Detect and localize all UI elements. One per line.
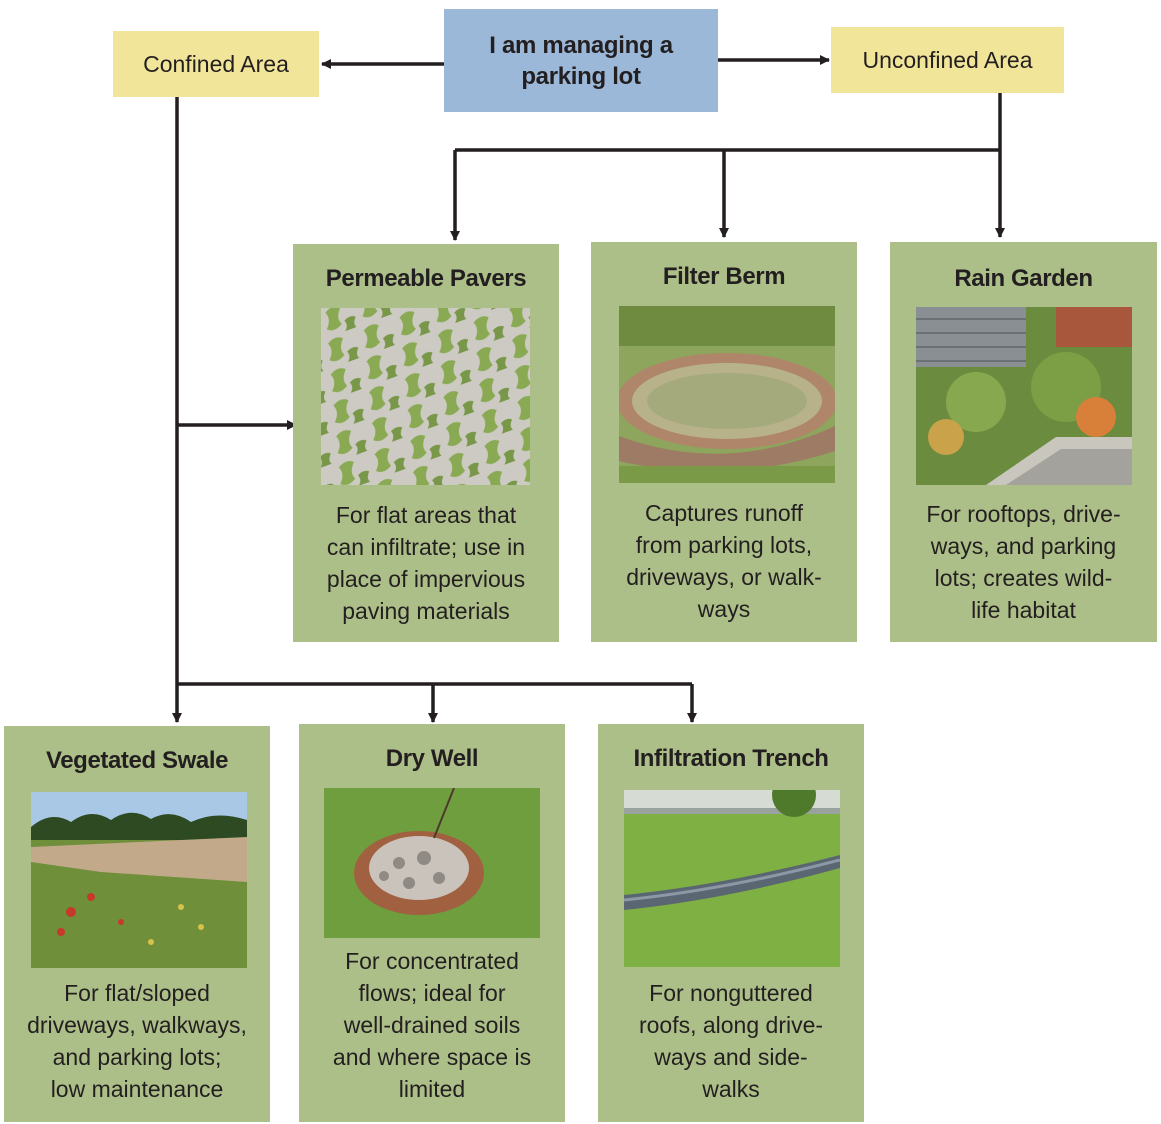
desc-line: paving materials <box>342 598 510 624</box>
card-description: For flat/sloped driveways, walkways, and… <box>8 977 266 1105</box>
desc-line: walks <box>702 1076 760 1102</box>
desc-line: well-drained soils <box>343 1012 521 1038</box>
card-description: For rooftops, drive- ways, and parking l… <box>894 498 1153 626</box>
desc-line: life habitat <box>971 597 1076 623</box>
unconfined-area-box: Unconfined Area <box>831 27 1064 93</box>
vegetated-swale-photo <box>31 792 247 968</box>
card-infiltration-trench: Infiltration Trench For nonguttered roof… <box>598 724 864 1122</box>
dry-well-photo <box>324 788 540 938</box>
desc-line: driveways, walkways, <box>27 1012 247 1038</box>
card-title: Infiltration Trench <box>633 745 829 772</box>
card-description: Captures runoff from parking lots, drive… <box>595 497 853 625</box>
card-title: Filter Berm <box>662 263 786 290</box>
permeable-pavers-photo <box>321 308 530 485</box>
desc-line: For flat areas that <box>335 502 517 528</box>
desc-line: lots; creates wild- <box>934 565 1113 591</box>
card-title: Vegetated Swale <box>45 747 229 774</box>
desc-line: limited <box>398 1076 466 1102</box>
desc-line: ways <box>697 596 751 622</box>
desc-line: low maintenance <box>50 1076 224 1102</box>
root-label-line1: I am managing a <box>489 31 673 59</box>
desc-line: Captures runoff <box>644 500 804 526</box>
root-box: I am managing a parking lot <box>444 9 718 112</box>
desc-line: For concentrated <box>345 948 519 974</box>
card-rain-garden: Rain Garden For rooftops, drive- ways, a… <box>890 242 1157 642</box>
filter-berm-photo <box>619 306 835 483</box>
desc-line: and parking lots; <box>52 1044 222 1070</box>
card-title: Dry Well <box>385 745 479 772</box>
card-title: Permeable Pavers <box>325 265 527 292</box>
desc-line: For flat/sloped <box>64 980 210 1006</box>
confined-area-label: Confined Area <box>143 50 289 77</box>
rain-garden-photo <box>916 307 1132 485</box>
desc-line: For rooftops, drive- <box>926 501 1121 527</box>
card-title: Rain Garden <box>954 265 1093 292</box>
desc-line: ways, and parking <box>930 533 1117 559</box>
card-dry-well: Dry Well For concentrated flows; ideal f… <box>299 724 565 1122</box>
desc-line: and where space is <box>332 1044 532 1070</box>
card-filter-berm: Filter Berm Captures runoff from parking… <box>591 242 857 642</box>
infiltration-trench-photo <box>624 790 840 967</box>
unconfined-area-label: Unconfined Area <box>862 46 1033 73</box>
root-label-line2: parking lot <box>521 62 641 90</box>
desc-line: flows; ideal for <box>358 980 506 1006</box>
card-vegetated-swale: Vegetated Swale For flat/sloped driveway… <box>4 726 270 1122</box>
card-permeable-pavers: Permeable Pavers For flat areas that can… <box>293 244 559 642</box>
card-description: For concentrated flows; ideal for well-d… <box>303 945 561 1105</box>
desc-line: For nonguttered <box>649 980 813 1006</box>
card-description: For flat areas that can infiltrate; use … <box>297 499 555 627</box>
card-description: For nonguttered roofs, along drive- ways… <box>602 977 860 1105</box>
confined-area-box: Confined Area <box>113 31 319 97</box>
desc-line: can infiltrate; use in <box>326 534 526 560</box>
desc-line: ways and side- <box>654 1044 808 1070</box>
desc-line: from parking lots, <box>635 532 813 558</box>
desc-line: driveways, or walk- <box>626 564 822 590</box>
desc-line: roofs, along drive- <box>638 1012 824 1038</box>
desc-line: place of impervious <box>326 566 526 592</box>
